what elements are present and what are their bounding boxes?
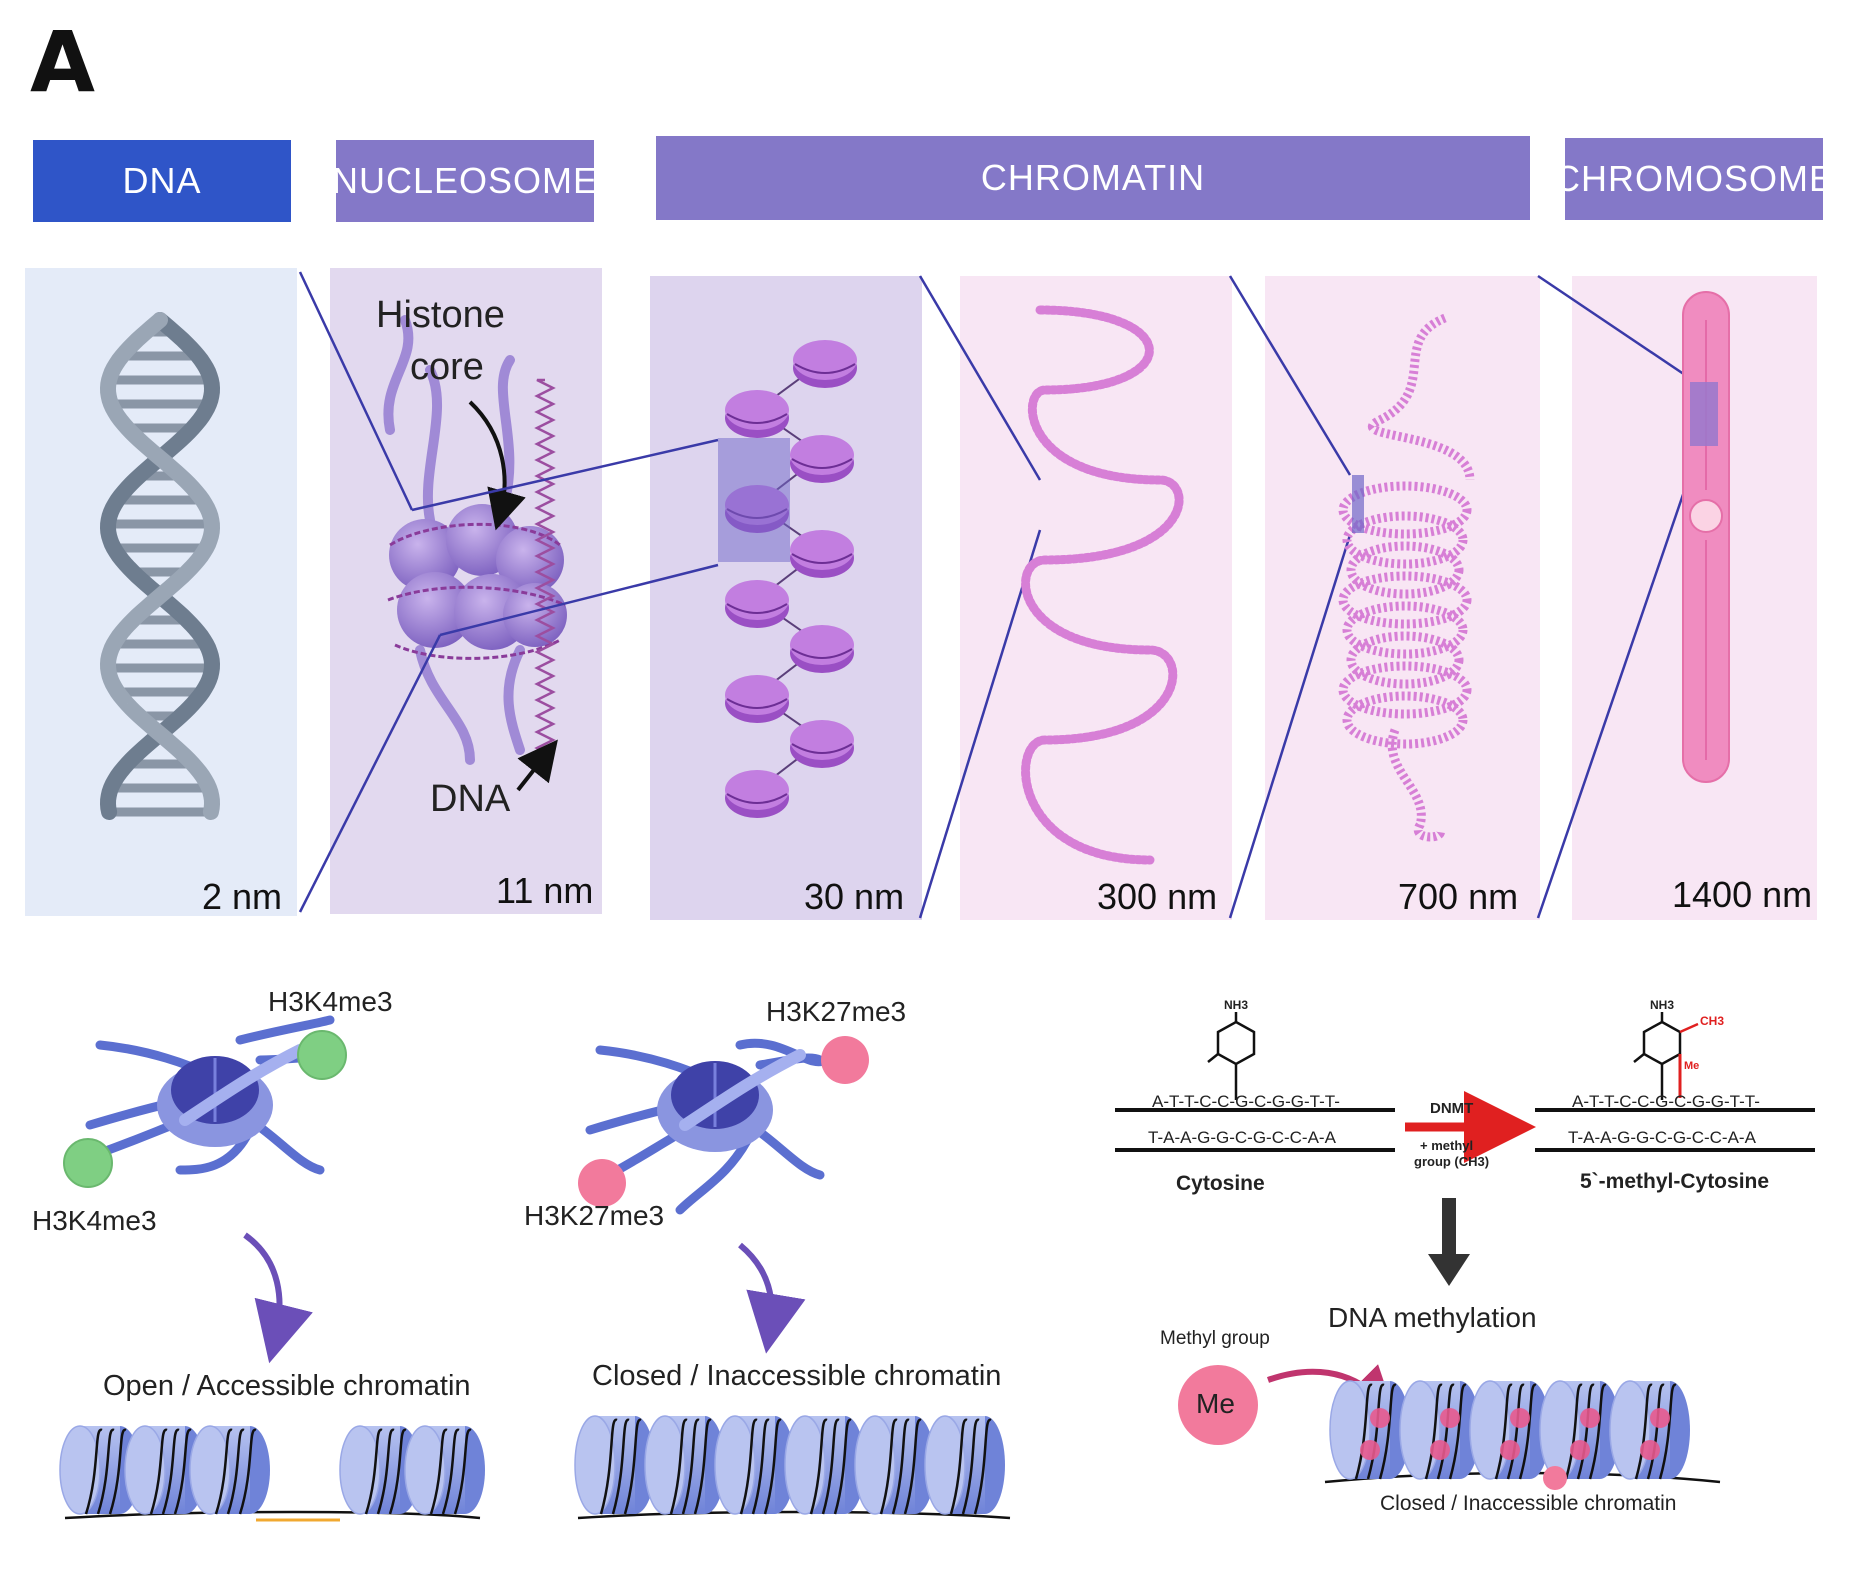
- dna-annotation-label: DNA: [430, 778, 511, 820]
- dna-methylation-label: DNA methylation: [1328, 1302, 1537, 1333]
- chromatin-700nm-panel: [1265, 276, 1540, 920]
- scale-700nm: 700 nm: [1398, 876, 1519, 917]
- me-label: Me: [1196, 1388, 1235, 1419]
- zoom-connectors: [298, 271, 1702, 919]
- closed-chromatin-icon: [574, 1415, 1011, 1520]
- top-strand-left: A-T-T-C-C-G-C-G-G-T-T-: [1152, 1092, 1340, 1111]
- h3k27me3-top-label: H3K27me3: [766, 996, 907, 1027]
- dna-strands: [1115, 1108, 1815, 1152]
- chromatin-header: CHROMATIN: [656, 136, 1530, 220]
- bottom-strand-left: T-A-A-G-G-C-G-C-C-A-A: [1148, 1128, 1336, 1147]
- nucleosome-open-icon: [63, 1015, 347, 1188]
- ch3-label: CH3: [1700, 1014, 1725, 1028]
- down-arrow-head: [1428, 1254, 1470, 1286]
- nh3-right-label: NH3: [1650, 998, 1675, 1012]
- me-small-label: Me: [1684, 1060, 1700, 1072]
- chromatin-300nm-panel: [960, 276, 1232, 920]
- closed-chromatin-label: Closed / Inaccessible chromatin: [592, 1360, 1002, 1392]
- methylated-closed-label: Closed / Inaccessible chromatin: [1380, 1492, 1677, 1515]
- methyl-cytosine-structure-icon: [1633, 1012, 1699, 1100]
- scale-2nm: 2 nm: [202, 876, 283, 917]
- h3k27me3-bottom-label: H3K27me3: [524, 1200, 665, 1231]
- top-strand-right: A-T-T-C-C-G-C-G-G-T-T-: [1572, 1092, 1760, 1111]
- core-label: core: [410, 346, 484, 388]
- methyl-group-label: Methyl group: [1160, 1328, 1270, 1349]
- scale-11nm: 11 nm: [496, 870, 594, 911]
- open-arrow: [243, 1232, 313, 1364]
- nucleosome-closed-icon: [578, 1036, 869, 1215]
- closed-arrow: [738, 1242, 806, 1354]
- methyl-cytosine-label: 5`-methyl-Cytosine: [1580, 1170, 1770, 1193]
- nucleosome-header: NUCLEOSOME: [332, 140, 597, 222]
- methylated-chromatin-icon: [1324, 1380, 1721, 1490]
- histone-core-arrow: [468, 400, 526, 531]
- cytosine-label: Cytosine: [1176, 1172, 1265, 1195]
- panel-a-letter: A: [30, 13, 96, 111]
- histone-label: Histone: [376, 294, 505, 336]
- methyl-note-2: group (CH3): [1414, 1154, 1490, 1169]
- scale-1400nm: 1400 nm: [1672, 874, 1813, 915]
- open-chromatin-label: Open / Accessible chromatin: [103, 1370, 471, 1402]
- dna-helix-icon: [99, 312, 221, 820]
- dna-strand-icon: [534, 378, 556, 758]
- open-chromatin-icon: [59, 1425, 485, 1520]
- dna-arrow: [516, 739, 558, 792]
- methyl-group-circle: [1178, 1365, 1258, 1445]
- zoom-highlight-box: [718, 438, 790, 562]
- bottom-strand-right: T-A-A-G-G-C-G-C-C-A-A: [1568, 1128, 1756, 1147]
- chromatin-fiber-700nm-icon: [1338, 313, 1475, 842]
- cytosine-structure-icon: [1207, 1012, 1256, 1100]
- dna-header: DNA: [33, 140, 291, 222]
- scale-300nm: 300 nm: [1097, 876, 1218, 917]
- scale-30nm: 30 nm: [804, 876, 905, 917]
- chromatin-fiber-300nm-icon: [1021, 305, 1184, 865]
- nh3-left-label: NH3: [1224, 998, 1249, 1012]
- h3k4me3-bottom-label: H3K4me3: [32, 1205, 157, 1236]
- methyl-note-1: + methyl: [1420, 1138, 1474, 1153]
- chromatin-fiber-30nm-icon: [725, 340, 857, 818]
- down-arrow-shaft: [1442, 1198, 1456, 1254]
- zoom-highlight-700: [1352, 475, 1364, 533]
- dnmt-label: DNMT: [1430, 1100, 1474, 1117]
- chromosome-icon: [1682, 291, 1730, 783]
- h3k4me3-top-label: H3K4me3: [268, 986, 393, 1017]
- chromosome-header: CHROMOSOME: [1554, 138, 1833, 220]
